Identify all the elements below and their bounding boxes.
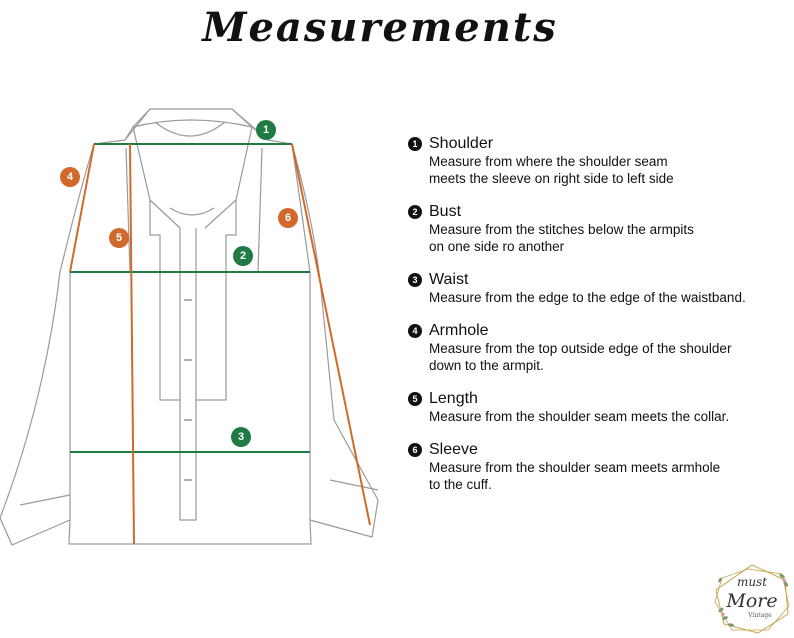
legend-number: 4 xyxy=(408,324,422,338)
logo-word-more: More xyxy=(725,590,777,612)
legend-description: Measure from the shoulder seam meets arm… xyxy=(429,460,721,492)
collar xyxy=(124,119,269,141)
shirt-diagram xyxy=(0,108,379,546)
sleeve-line xyxy=(291,143,371,526)
marker-waist: 3 xyxy=(231,427,251,447)
legend-number: 1 xyxy=(408,137,422,151)
legend-title: Waist xyxy=(429,271,469,288)
legend-description: Measure from the edge to the edge of the… xyxy=(429,290,746,305)
logo-word-vintage: Vintage xyxy=(747,612,772,619)
legend-description: Measure from the shoulder seam meets the… xyxy=(429,409,730,424)
legend-item-length: 5 Length Measure from the shoulder seam … xyxy=(408,389,788,425)
legend-title: Shoulder xyxy=(429,135,494,152)
legend-item-waist: 3 Waist Measure from the edge to the edg… xyxy=(408,270,788,306)
logo-word-must: must xyxy=(737,575,767,589)
geometric-wreath-icon xyxy=(714,564,790,634)
marker-bust: 2 xyxy=(233,246,253,266)
length-line xyxy=(129,143,135,545)
legend-title: Bust xyxy=(429,203,462,220)
armhole-line xyxy=(69,143,95,273)
legend-number: 5 xyxy=(408,392,422,406)
legend-number: 6 xyxy=(408,443,422,457)
legend-item-sleeve: 6 Sleeve Measure from the shoulder seam … xyxy=(408,440,788,493)
legend-description: Measure from the top outside edge of the… xyxy=(429,341,732,373)
page-title: Measurements xyxy=(202,4,558,51)
marker-shoulder: 1 xyxy=(256,120,276,140)
legend-number: 3 xyxy=(408,273,422,287)
brand-logo: must More Vintage xyxy=(714,564,790,634)
measurement-legend: 1 Shoulder Measure from where the should… xyxy=(408,134,788,508)
legend-item-armhole: 4 Armhole Measure from the top outside e… xyxy=(408,321,788,374)
legend-title: Sleeve xyxy=(429,441,478,458)
marker-armhole: 4 xyxy=(60,167,80,187)
legend-item-bust: 2 Bust Measure from the stitches below t… xyxy=(408,202,788,255)
placket xyxy=(179,228,197,521)
marker-length: 5 xyxy=(109,228,129,248)
legend-title: Armhole xyxy=(429,322,489,339)
legend-title: Length xyxy=(429,390,478,407)
marker-sleeve: 6 xyxy=(278,208,298,228)
legend-number: 2 xyxy=(408,205,422,219)
legend-item-shoulder: 1 Shoulder Measure from where the should… xyxy=(408,134,788,187)
legend-description: Measure from where the shoulder seam mee… xyxy=(429,154,674,186)
shirt-outline xyxy=(0,108,379,546)
legend-description: Measure from the stitches below the armp… xyxy=(429,222,694,254)
